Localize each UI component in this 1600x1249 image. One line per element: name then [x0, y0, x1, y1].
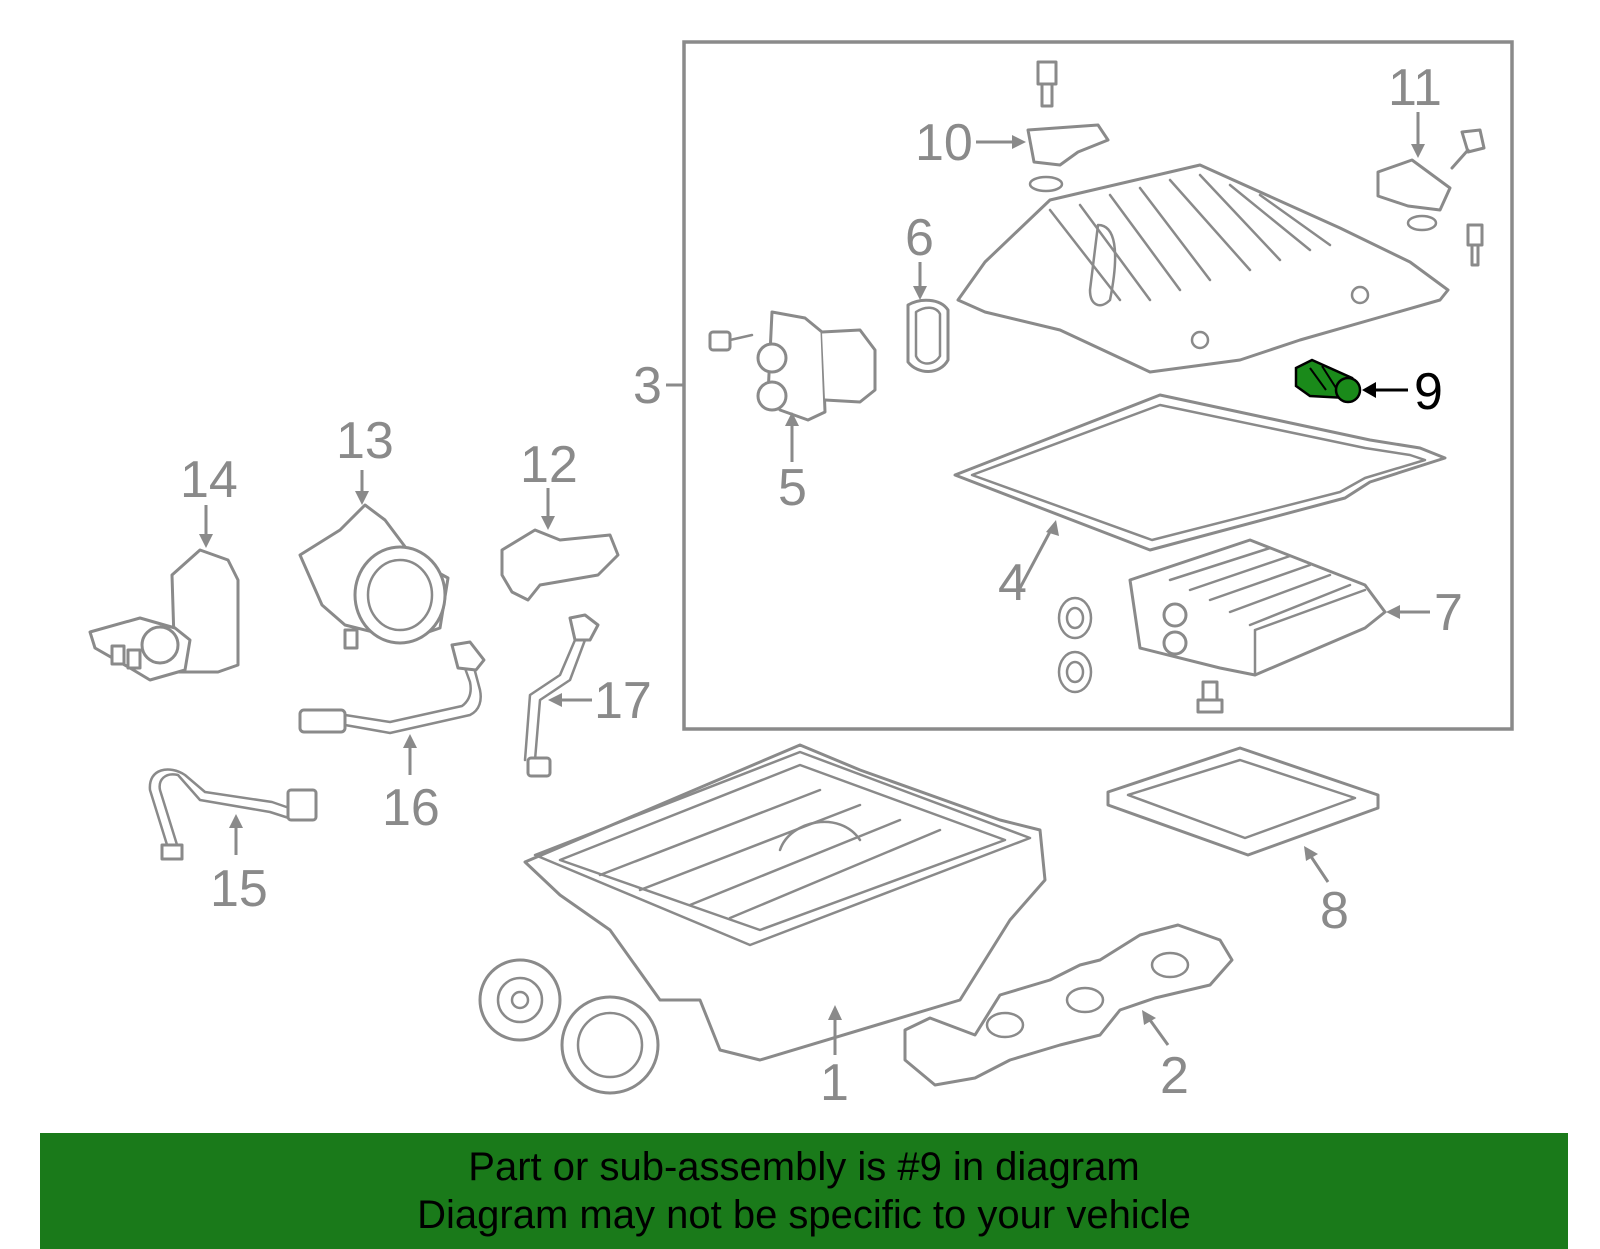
part-12-bracket[interactable] [500, 528, 620, 602]
part-9-highlighted-sensor[interactable] [1294, 358, 1362, 404]
part-10-sensor[interactable] [1026, 60, 1110, 193]
callout-1: 1 [820, 1054, 849, 1112]
callout-6: 6 [905, 209, 934, 267]
callout-13: 13 [336, 412, 394, 470]
arrow-15-icon [229, 814, 243, 828]
part-15-hose[interactable] [148, 768, 318, 861]
part-1-supercharger[interactable] [478, 743, 1047, 1095]
part-14-valve[interactable] [88, 548, 240, 682]
callout-12: 12 [520, 436, 578, 494]
arrow-16-icon [403, 734, 417, 748]
part-6-seal[interactable] [906, 298, 950, 373]
info-banner: Part or sub-assembly is #9 in diagram Di… [40, 1133, 1568, 1249]
part-8-frame[interactable] [1106, 746, 1380, 857]
callout-10: 10 [915, 114, 973, 172]
callout-2: 2 [1160, 1047, 1189, 1105]
part-11-sensor[interactable] [1376, 128, 1486, 267]
callout-4: 4 [998, 554, 1027, 612]
arrow-7-icon [1386, 605, 1400, 619]
part-17-hose[interactable] [523, 613, 600, 778]
callout-8: 8 [1320, 882, 1349, 940]
part-16-hose[interactable] [298, 640, 486, 735]
parts-diagram: 1 2 3 4 5 6 7 8 9 10 11 12 13 14 15 16 1… [88, 40, 1514, 1112]
part-13-pump[interactable] [298, 503, 450, 650]
banner-line-part: Part or sub-assembly is #9 in diagram [468, 1145, 1140, 1189]
callout-5: 5 [778, 459, 807, 517]
callout-16: 16 [382, 779, 440, 837]
callout-14: 14 [180, 451, 238, 509]
arrow-10-icon [1012, 135, 1026, 149]
part-7-intercooler[interactable] [1057, 538, 1387, 714]
part-2-gasket[interactable] [903, 923, 1234, 1087]
arrow-4-icon [1046, 520, 1059, 536]
part-5-valve[interactable] [708, 310, 877, 422]
callout-7: 7 [1434, 584, 1463, 642]
arrow-13-icon [355, 491, 369, 505]
arrow-5-icon [785, 412, 799, 426]
arrow-8-icon [1304, 846, 1318, 861]
callout-3: 3 [633, 357, 662, 415]
supercharger-lid [956, 163, 1450, 374]
callout-17: 17 [594, 672, 652, 730]
leaders [199, 112, 1430, 1055]
callout-11: 11 [1388, 59, 1442, 117]
arrow-6-icon [913, 286, 927, 300]
banner-line-disclaimer: Diagram may not be specific to your vehi… [417, 1193, 1191, 1237]
arrow-9-icon [1362, 382, 1376, 398]
arrow-1-icon [828, 1005, 842, 1020]
callout-9: 9 [1414, 363, 1443, 421]
arrow-2-icon [1142, 1010, 1156, 1025]
arrow-14-icon [199, 534, 213, 548]
arrow-12-icon [541, 516, 555, 530]
arrow-17-icon [548, 693, 562, 707]
part-4-gasket[interactable] [953, 393, 1447, 552]
arrow-11-icon [1411, 144, 1425, 158]
callout-15: 15 [210, 860, 268, 918]
